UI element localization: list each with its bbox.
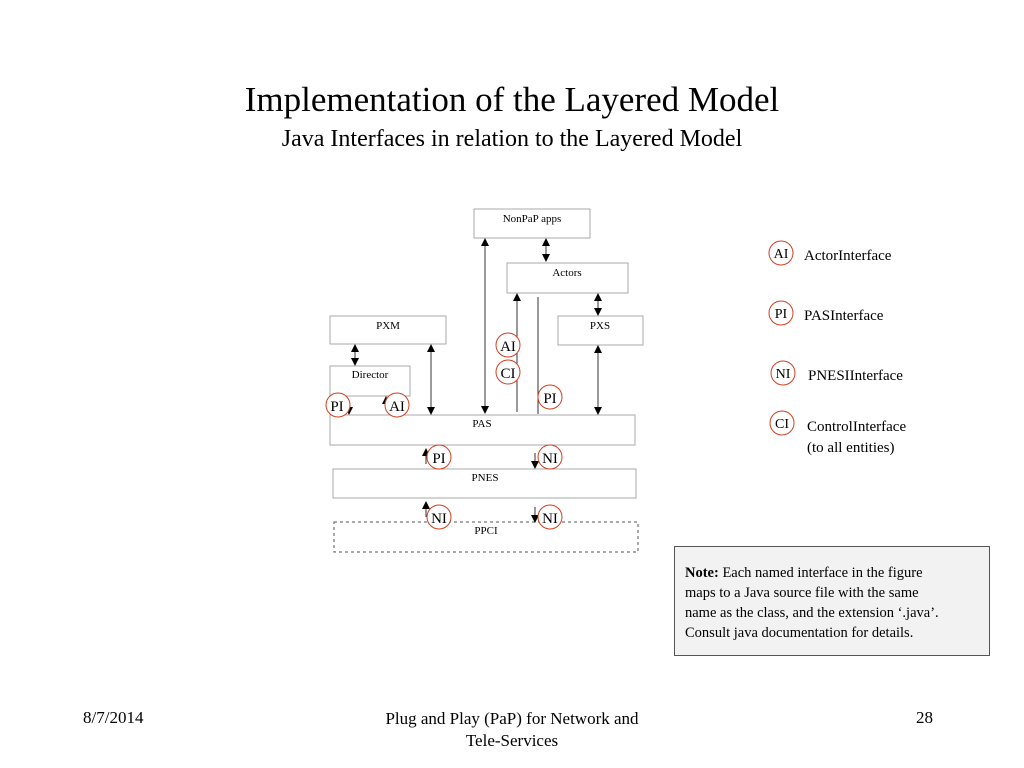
note-bold: Note: bbox=[685, 565, 719, 581]
interface-badge-labels: AI CI PI PI AI PI NI NI NI bbox=[330, 339, 558, 527]
box-pxs-label: PXS bbox=[590, 320, 610, 332]
box-actors: Actors bbox=[506, 262, 629, 294]
box-pnes-label: PNES bbox=[472, 472, 499, 484]
box-nonpap-apps-label: NonPaP apps bbox=[503, 213, 562, 225]
slide-title: Implementation of the Layered Model bbox=[244, 80, 780, 119]
footer-title: Plug and Play (PaP) for Network and Tele… bbox=[312, 708, 712, 752]
badge-pi-pas bbox=[537, 384, 563, 410]
box-nonpap-apps: NonPaP apps bbox=[473, 208, 591, 239]
badge-ni-ppci-left-label: NI bbox=[431, 511, 447, 527]
badge-ai-director bbox=[384, 392, 410, 418]
legend-ci-label: ControlInterface bbox=[807, 419, 906, 435]
badge-ni-pnes bbox=[537, 444, 563, 470]
box-pnes: PNES bbox=[332, 468, 637, 499]
box-pas: PAS bbox=[329, 414, 636, 446]
badge-ai-director-label: AI bbox=[389, 399, 405, 415]
badge-ni-pnes-label: NI bbox=[542, 451, 558, 467]
badge-ai-actors bbox=[495, 332, 521, 358]
box-pxs: PXS bbox=[557, 315, 644, 346]
box-pxm-label: PXM bbox=[376, 320, 400, 332]
box-pas-label: PAS bbox=[472, 418, 491, 430]
box-director: Director bbox=[329, 365, 411, 397]
badge-ni-ppci-right bbox=[537, 504, 563, 530]
note-box: Note: Each named interface in the figure… bbox=[674, 546, 990, 656]
box-pxm: PXM bbox=[329, 315, 447, 345]
legend-pi-label: PASInterface bbox=[804, 308, 884, 324]
badge-pi-pnes-label: PI bbox=[432, 451, 445, 467]
legend-ci-abbr: CI bbox=[775, 417, 789, 432]
note-text-1: Each named interface in the figure bbox=[718, 565, 923, 581]
legend-ai-label: ActorInterface bbox=[804, 248, 892, 264]
badge-ci-actors-label: CI bbox=[501, 366, 516, 382]
box-director-label: Director bbox=[352, 369, 389, 381]
legend-ni-abbr: NI bbox=[776, 367, 791, 382]
badge-ci-actors bbox=[495, 359, 521, 385]
legend-item-pi: PI PASInterface bbox=[768, 300, 884, 326]
box-ppci: PPCI bbox=[333, 521, 639, 553]
badge-pi-director bbox=[325, 392, 351, 418]
legend-item-ni: NI PNESIInterface bbox=[770, 360, 903, 386]
legend-ai-abbr: AI bbox=[774, 247, 789, 262]
footer-date: 8/7/2014 bbox=[83, 708, 144, 727]
badge-ai-actors-label: AI bbox=[500, 339, 516, 355]
note-line-3: name as the class, and the extension ‘.j… bbox=[685, 605, 939, 621]
legend-item-ci: CI ControlInterface (to all entities) bbox=[769, 410, 906, 456]
legend-item-ai: AI ActorInterface bbox=[768, 240, 892, 266]
box-ppci-label: PPCI bbox=[474, 525, 498, 537]
badge-ni-ppci-left bbox=[426, 504, 452, 530]
badge-ni-ppci-right-label: NI bbox=[542, 511, 558, 527]
interface-badges bbox=[325, 332, 563, 530]
footer-title-line-1: Plug and Play (PaP) for Network and bbox=[385, 709, 639, 728]
note-line-1: Note: Each named interface in the figure bbox=[685, 563, 979, 583]
box-actors-label: Actors bbox=[552, 267, 581, 279]
note-line-2: maps to a Java source file with the same bbox=[685, 585, 919, 601]
slide-subtitle: Java Interfaces in relation to the Layer… bbox=[281, 126, 743, 152]
legend-ni-label: PNESIInterface bbox=[808, 368, 903, 384]
note-line-4: Consult java documentation for details. bbox=[685, 625, 914, 641]
legend-pi-abbr: PI bbox=[775, 307, 788, 322]
footer-page-number: 28 bbox=[916, 708, 933, 727]
legend-ci-label-2: (to all entities) bbox=[807, 440, 894, 456]
badge-pi-pnes bbox=[426, 444, 452, 470]
footer-title-line-2: Tele-Services bbox=[465, 731, 559, 750]
badge-pi-director-label: PI bbox=[330, 399, 343, 415]
badge-pi-pas-label: PI bbox=[543, 391, 556, 407]
legend: AI ActorInterface PI PASInterface NI PNE… bbox=[768, 240, 906, 456]
